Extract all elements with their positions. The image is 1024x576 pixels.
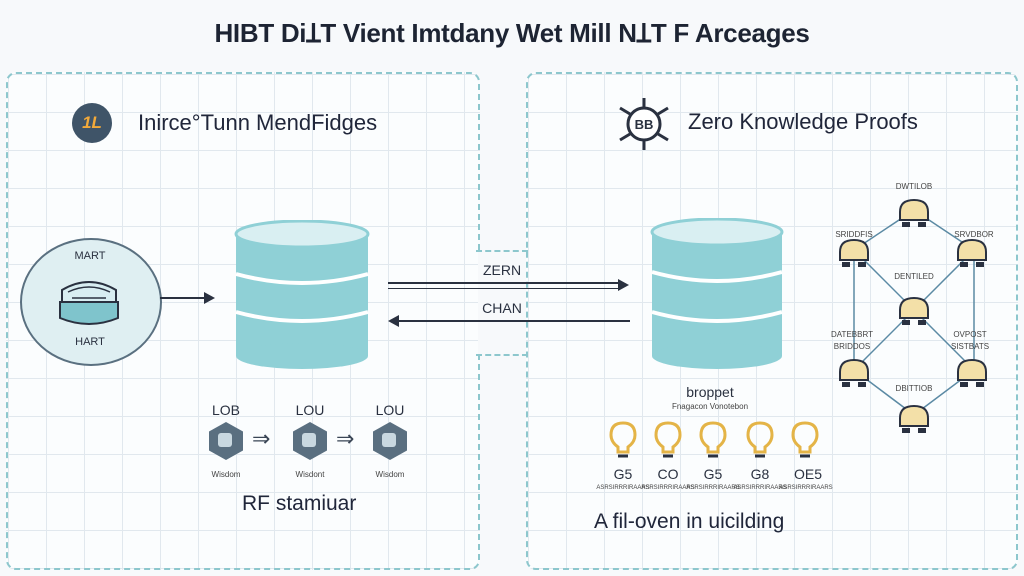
source-arrow-head	[204, 292, 215, 304]
network-node	[892, 398, 936, 442]
network-label: DATEBBRT	[831, 330, 873, 339]
bottom-arrow-label: CHAN	[482, 300, 522, 316]
top-arrow-line	[388, 282, 620, 284]
zk-gear-icon: BB	[619, 98, 669, 150]
source-top-label: MART	[74, 250, 106, 262]
left-panel-footer: RF stamiuar	[242, 492, 357, 515]
lightbulb-icon	[790, 420, 820, 465]
network-label: BRIDDOS	[833, 342, 871, 351]
step-1-bottom-label: Wisdom	[211, 470, 241, 479]
network-node	[832, 352, 876, 396]
bulb-sublabel: ASRSIRRRIRAARS	[596, 485, 650, 491]
router-icon	[59, 281, 119, 325]
network-node	[950, 352, 994, 396]
step-3-bottom-label: Wisdom	[375, 470, 405, 479]
bulb-label: OE5	[793, 466, 822, 482]
lightbulb-icon	[653, 420, 683, 465]
top-arrow-label: ZERN	[482, 262, 522, 278]
bulb-label: G8	[750, 466, 770, 482]
step-arrow-icon: ⇒	[252, 426, 271, 451]
network-node	[892, 192, 936, 236]
step-1-icon	[209, 422, 243, 460]
network-label: DENTILED	[894, 272, 934, 281]
right-db-label: broppet	[686, 384, 734, 400]
left-panel-heading: Inirce°Tunn MendFidges	[138, 110, 378, 135]
logo-icon: 1L	[72, 103, 112, 143]
source-arrow	[160, 297, 206, 299]
bulb-label: G5	[703, 466, 723, 482]
step-arrow-icon: ⇒	[336, 426, 355, 451]
step-2-top-label: LOU	[295, 402, 325, 418]
page-title: HIBT DiꞱT Vient Imtdany Wet Mill NꞱT F A…	[214, 18, 810, 48]
network-label: SRVDBOR	[954, 230, 994, 239]
lightbulb-icon	[745, 420, 775, 465]
step-3-icon	[373, 422, 407, 460]
network-label: SISTBATS	[950, 342, 990, 351]
top-arrow-head	[618, 279, 629, 291]
top-arrow-shadow-line	[388, 288, 620, 289]
step-2-bottom-label: Wisdont	[295, 470, 325, 479]
step-3-top-label: LOU	[375, 402, 405, 418]
bulb-label: CO	[657, 466, 679, 482]
bridge-bottom-line	[476, 354, 528, 356]
bulb-sublabel: ASRSIRRRIRAARS	[733, 485, 787, 491]
panel-bridge	[478, 252, 524, 354]
bulb-label: G5	[613, 466, 633, 482]
step-2-icon	[293, 422, 327, 460]
lightbulb-icon	[608, 420, 638, 465]
right-panel-heading: Zero Knowledge Proofs	[688, 109, 918, 134]
right-database-icon	[650, 218, 784, 370]
network-label: DBITTIOB	[895, 384, 933, 393]
svg-text:BB: BB	[635, 117, 654, 132]
bottom-arrow-head	[388, 315, 399, 327]
left-database-icon	[234, 220, 370, 370]
network-node	[950, 232, 994, 276]
network-node	[892, 290, 936, 334]
network-node	[832, 232, 876, 276]
right-db-sublabel: Fnagacon Vonotebon	[671, 402, 749, 411]
network-label: OVPOST	[953, 330, 987, 339]
bulb-sublabel: ASRSIRRRIRAARS	[641, 485, 695, 491]
lightbulb-icon	[698, 420, 728, 465]
source-node	[20, 238, 162, 366]
bridge-top-line	[476, 250, 528, 252]
bulb-sublabel: ASRSIRRRIRAARS	[779, 485, 833, 491]
right-panel-footer: A fil-oven in uicilding	[594, 510, 785, 533]
bulb-sublabel: ASRSIRRRIRAARS	[686, 485, 740, 491]
source-bottom-label: HART	[75, 336, 105, 348]
network-label: SRIDDFIS	[835, 230, 873, 239]
bottom-arrow-line	[398, 320, 630, 322]
step-1-top-label: LOB	[211, 402, 240, 418]
network-label: DWTILOB	[895, 182, 933, 191]
